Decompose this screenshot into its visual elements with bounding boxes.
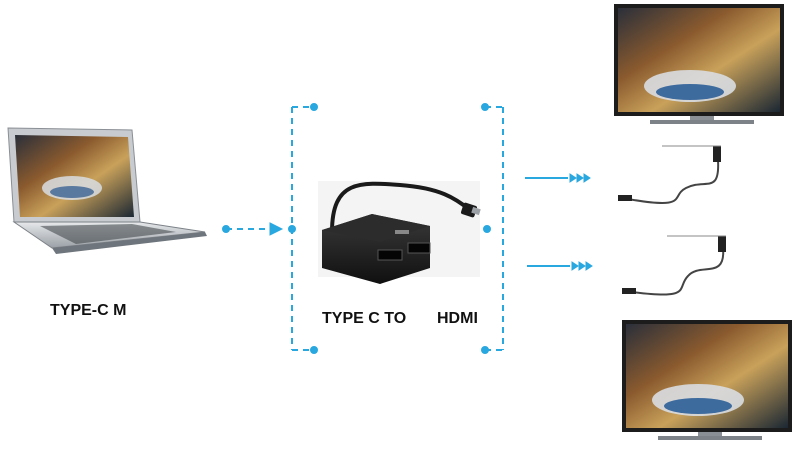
adapter-label-right: HDMI: [437, 310, 478, 327]
source-label: TYPE-C M: [50, 302, 127, 319]
right-bracket: [481, 103, 504, 354]
usb-c-to-dual-hdmi-adapter-icon: [318, 181, 481, 284]
output-arrow-top: [525, 173, 591, 183]
hdmi-cable-icon: [622, 235, 726, 296]
hdmi-cable-icon: [618, 145, 721, 205]
adapter-label-left: TYPE C TO: [322, 310, 407, 327]
output-arrow-bottom: [527, 261, 593, 271]
monitor-icon: [622, 320, 792, 440]
monitor-icon: [614, 4, 784, 124]
laptop-icon: [7, 127, 207, 254]
left-bracket: [288, 103, 318, 354]
input-connector: [222, 222, 284, 236]
